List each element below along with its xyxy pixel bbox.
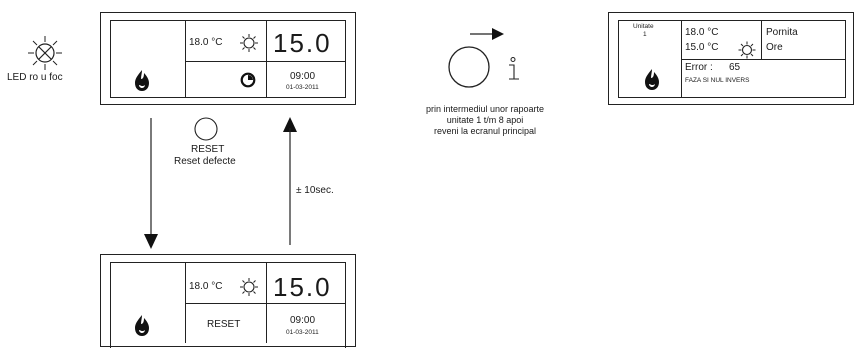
down-arrow-icon bbox=[144, 118, 158, 249]
sun-icon bbox=[240, 34, 258, 52]
info-icon bbox=[509, 57, 519, 80]
error-label: Error : bbox=[685, 62, 713, 73]
time-readout: 09:00 bbox=[290, 71, 316, 82]
reset-button-label: RESET bbox=[191, 144, 225, 155]
up-arrow-icon bbox=[283, 117, 297, 245]
rotary-instructions-line-1: prin intermediul unor rapoarte bbox=[425, 104, 545, 114]
info-panel: Unitate 1 18.0 °C 15.0 °C Pornita Ore Er… bbox=[608, 12, 854, 105]
unitate-value: 1 bbox=[643, 31, 647, 38]
unitate-label: Unitate bbox=[633, 23, 654, 30]
rotary-instructions-line-2: unitate 1 t/m 8 apoi bbox=[446, 114, 524, 125]
clock-icon bbox=[240, 72, 256, 88]
big-value: 15.0 bbox=[273, 272, 332, 302]
sun-icon bbox=[240, 278, 258, 296]
rotary-instructions-line-3: reveni la ecranul principal bbox=[433, 125, 537, 136]
rotary-instructions: prin intermediul unor rapoarte unitate 1… bbox=[400, 104, 570, 136]
temperature-2: 15.0 °C bbox=[685, 42, 719, 53]
temperature-readout: 18.0 °C bbox=[189, 37, 223, 48]
status-1: Pornita bbox=[766, 27, 798, 38]
reset-text: RESET bbox=[207, 319, 241, 330]
sun-icon bbox=[738, 41, 756, 59]
flame-icon bbox=[135, 315, 149, 336]
date-readout: 01-03-2011 bbox=[286, 84, 319, 91]
rotary-knob[interactable] bbox=[444, 25, 534, 105]
reset-button[interactable] bbox=[194, 117, 218, 141]
big-value: 15.0 bbox=[273, 28, 332, 58]
temperature-1: 18.0 °C bbox=[685, 27, 719, 38]
reset-description: Reset defecte bbox=[174, 156, 236, 167]
timer-label: ± 10sec. bbox=[296, 185, 334, 196]
led-label: LED ro u foc bbox=[7, 72, 63, 83]
reset-panel: 18.0 °C 15.0 RESET 09:00 01-03-2011 bbox=[100, 254, 356, 348]
main-panel: 18.0 °C 15.0 09:00 01-03-2011 bbox=[100, 12, 356, 105]
date-readout: 01-03-2011 bbox=[286, 329, 319, 336]
flame-icon bbox=[135, 70, 149, 91]
time-readout: 09:00 bbox=[290, 315, 316, 326]
info-panel-screen: Unitate 1 18.0 °C 15.0 °C Pornita Ore Er… bbox=[618, 20, 846, 98]
error-message: FAZA SI NUL INVERS bbox=[685, 77, 750, 84]
status-2: Ore bbox=[766, 42, 783, 53]
error-code: 65 bbox=[729, 62, 741, 73]
flame-icon bbox=[645, 69, 659, 90]
main-panel-screen: 18.0 °C 15.0 09:00 01-03-2011 bbox=[110, 20, 346, 98]
temperature-readout: 18.0 °C bbox=[189, 281, 223, 292]
reset-panel-screen: 18.0 °C 15.0 RESET 09:00 01-03-2011 bbox=[110, 262, 346, 348]
led-icon bbox=[28, 36, 62, 70]
